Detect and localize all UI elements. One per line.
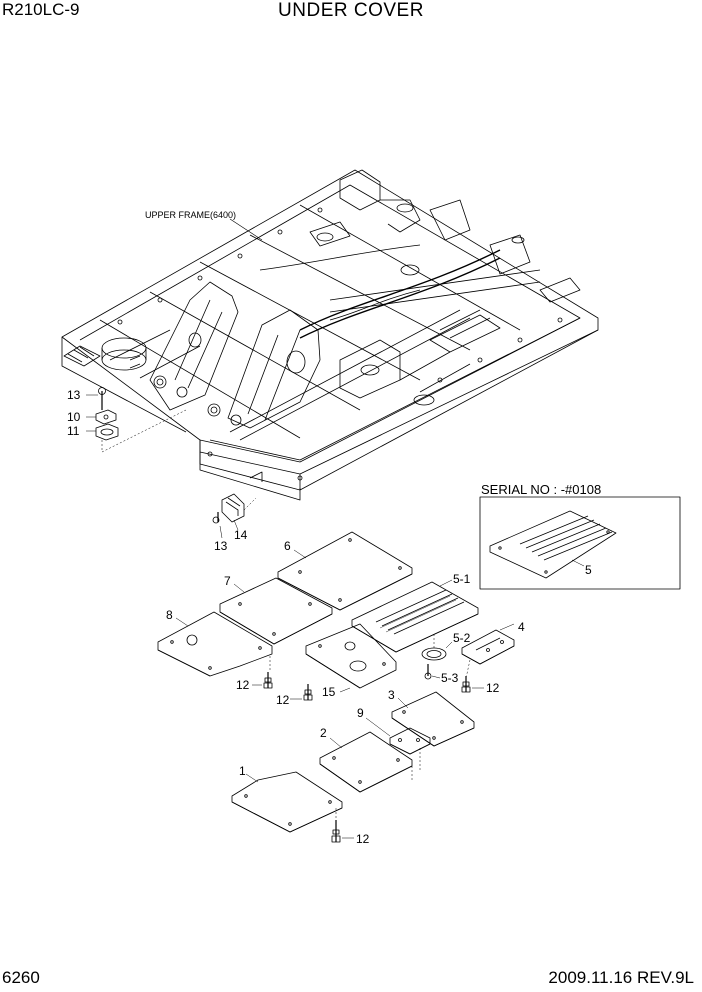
callout-15: 15 [322, 685, 336, 699]
bracket-4 [461, 623, 515, 679]
callout-12-d: 12 [356, 832, 370, 846]
callout-2: 2 [320, 726, 327, 740]
callout-3: 3 [388, 688, 395, 702]
callout-4: 4 [518, 620, 525, 634]
callout-12-b: 12 [276, 693, 290, 707]
cover-1 [231, 771, 343, 833]
callout-7: 7 [224, 574, 231, 588]
callout-14: 14 [234, 528, 248, 542]
page-title: UNDER COVER [278, 0, 424, 21]
serial-box [479, 496, 681, 590]
callout-5: 5 [585, 563, 592, 577]
revision-date: 2009.11.16 REV.9L [548, 968, 694, 987]
bolts-12-upper [252, 672, 484, 701]
cover-5-1 [351, 579, 479, 653]
upper-frame-drawing [61, 169, 599, 501]
bolt-plate-group-left [86, 387, 187, 453]
callout-13-upper: 13 [67, 388, 81, 402]
cover-2 [319, 731, 421, 793]
cover-7 [219, 577, 333, 645]
cover-9 [365, 717, 431, 755]
callout-6: 6 [284, 539, 291, 553]
callout-10: 10 [67, 410, 81, 424]
callout-12-c: 12 [486, 681, 500, 695]
cover-3 [391, 691, 475, 747]
callout-11: 11 [67, 424, 80, 438]
callout-1: 1 [239, 764, 246, 778]
cover-15 [305, 623, 397, 693]
callout-5-3: 5-3 [441, 671, 459, 685]
cover-8 [157, 611, 273, 677]
callout-9: 9 [357, 706, 364, 720]
frame-label: UPPER FRAME(6400) [145, 210, 236, 220]
callout-5-1: 5-1 [453, 572, 471, 586]
callout-5-2: 5-2 [453, 631, 471, 645]
part-14-group [212, 493, 257, 539]
cover-6 [277, 531, 413, 611]
callout-13-lower: 13 [214, 539, 228, 553]
serial-label: SERIAL NO : -#0108 [481, 482, 601, 497]
seal-5-2-and-bolt-5-3 [421, 632, 453, 680]
callout-8: 8 [166, 608, 173, 622]
page-number: 6260 [2, 968, 40, 987]
model-number: R210LC-9 [2, 0, 80, 19]
bolt-12-lower [331, 808, 354, 843]
callout-12-a: 12 [236, 678, 250, 692]
